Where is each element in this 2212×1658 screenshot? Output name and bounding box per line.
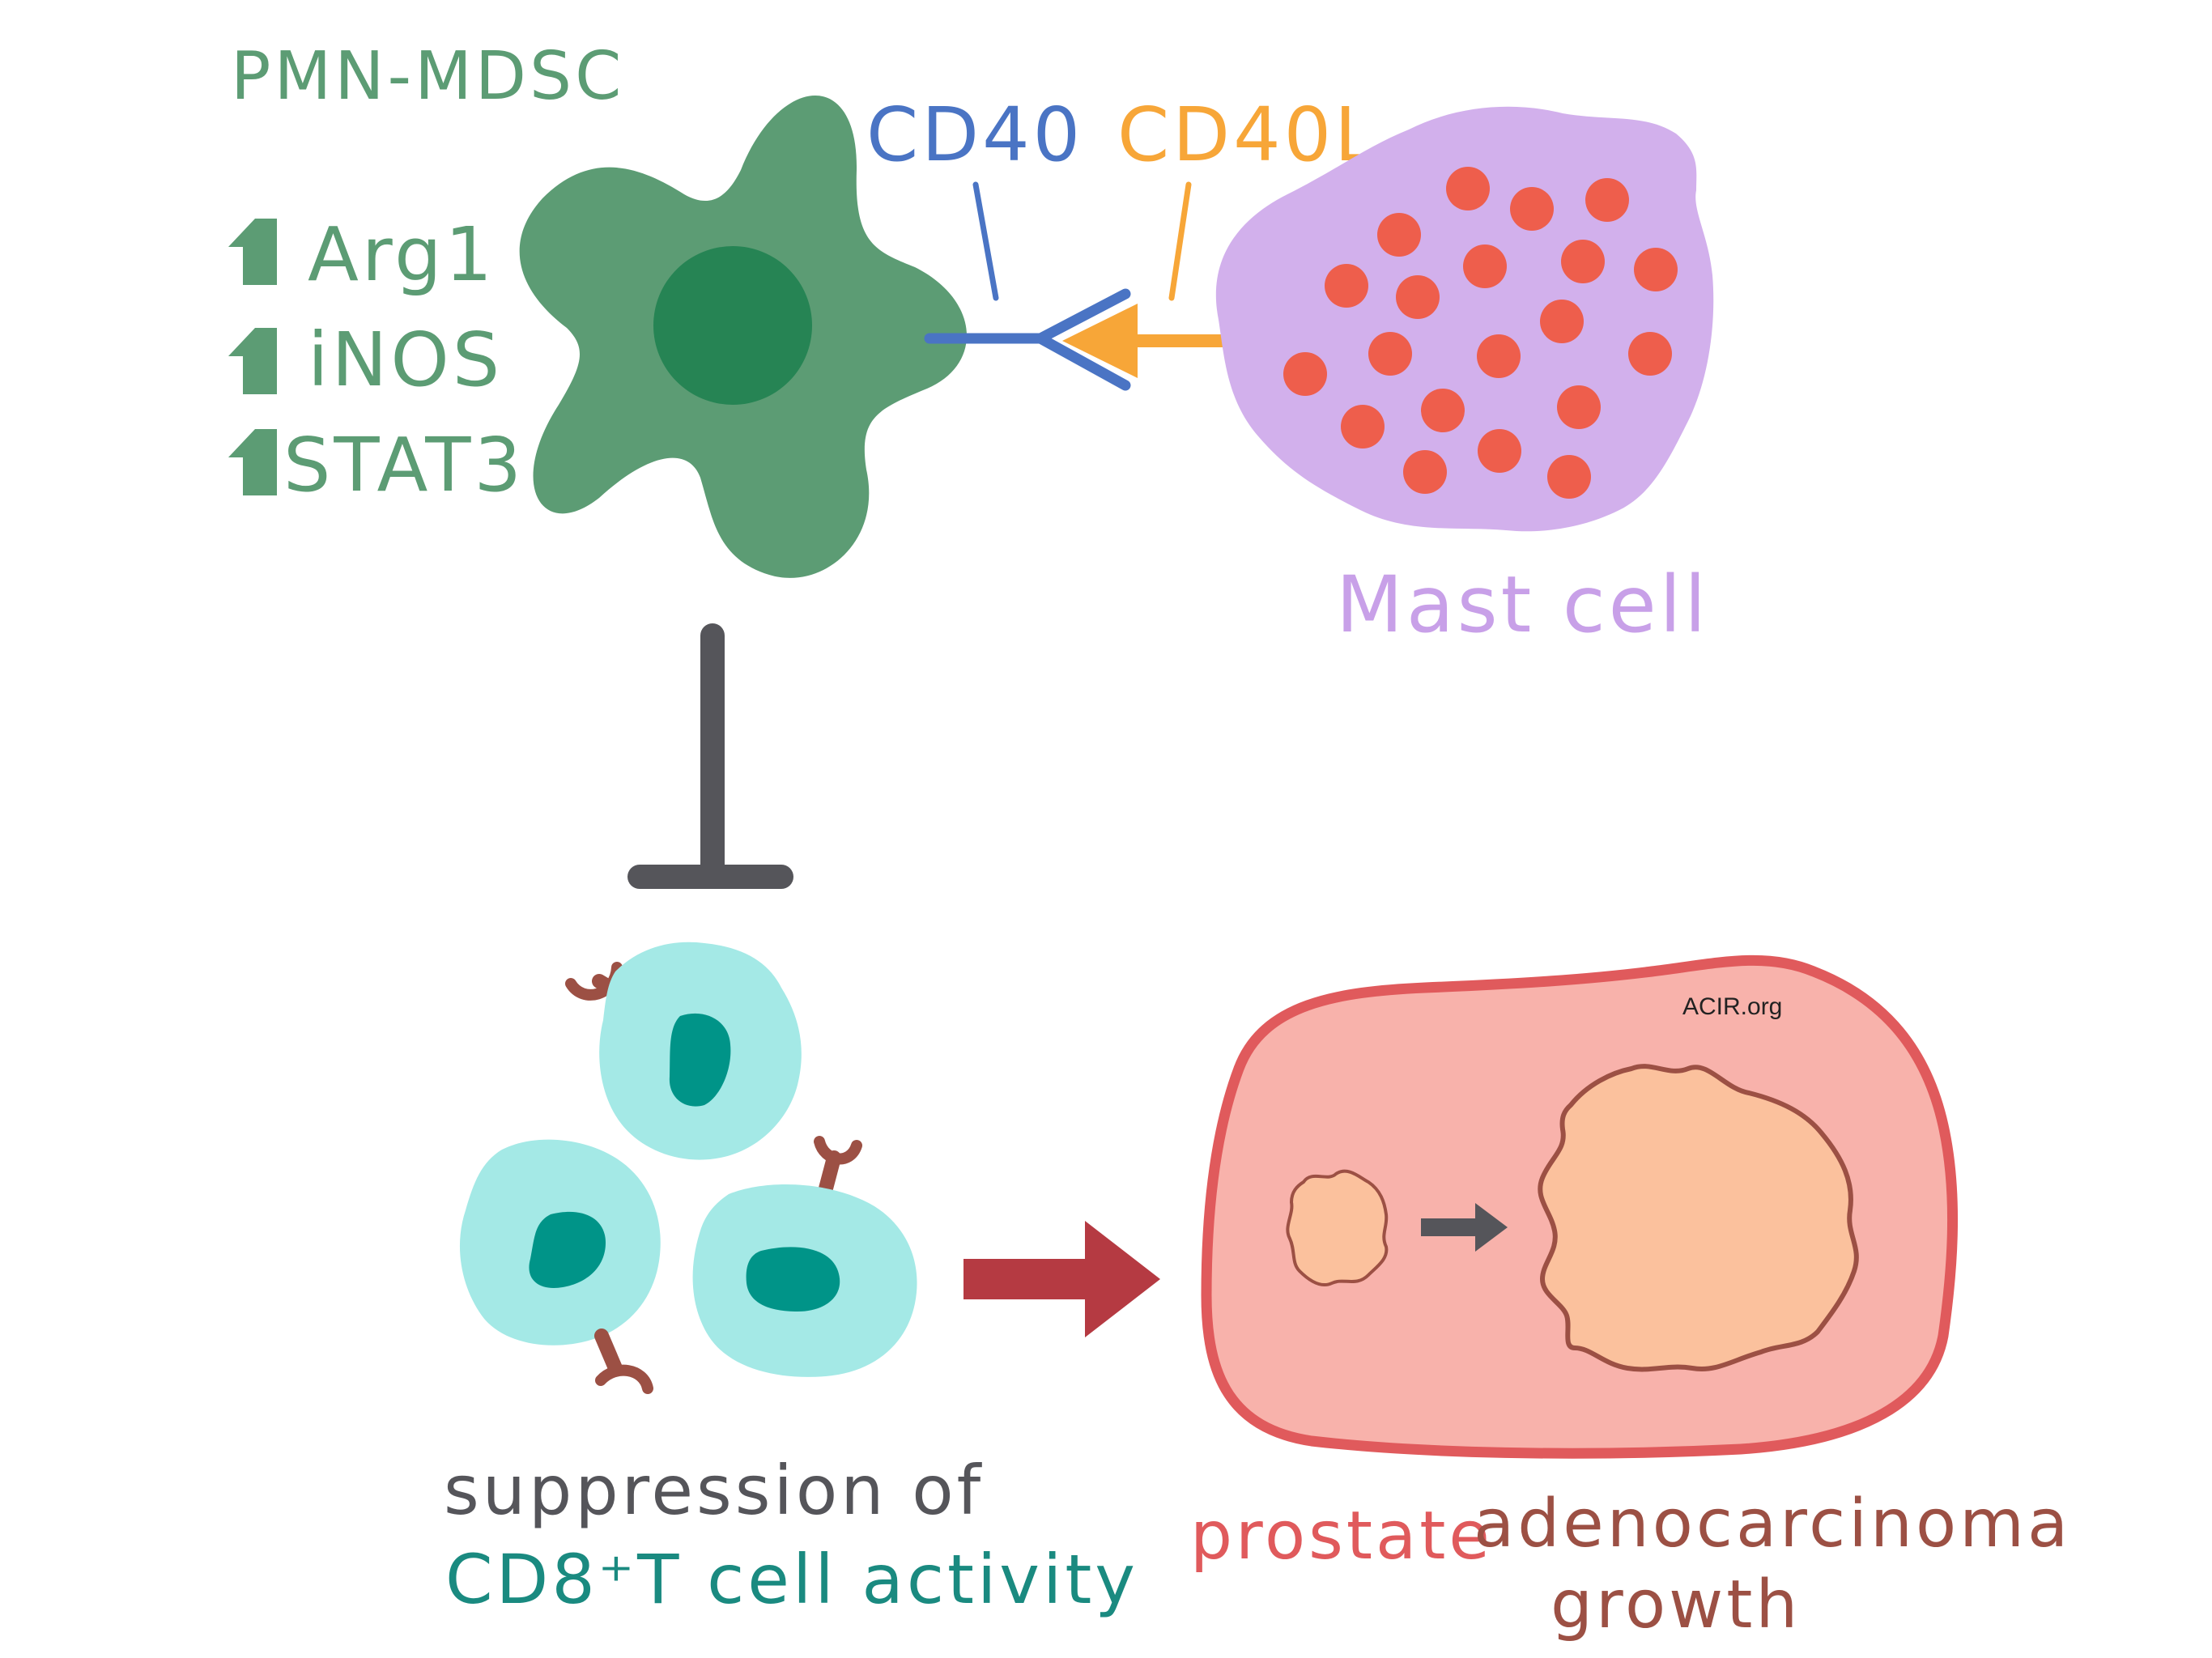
cd40l-pointer-line: [1168, 181, 1192, 301]
mast-cell-label: Mast cell: [1336, 559, 1709, 650]
tcr-icon: [814, 1136, 862, 1196]
marker-inos: iNOS: [228, 317, 503, 403]
tcell-caption-line1: suppression of: [444, 1451, 984, 1530]
marker-arg1: Arg1: [228, 211, 496, 298]
cd40-pointer-line: [972, 181, 999, 301]
cd40l-ligand-arrow: [1062, 304, 1237, 378]
pmn-mdsc-cell: [519, 96, 967, 578]
large-tumor: [1538, 1064, 1859, 1372]
tumor-caption-word3: growth: [1551, 1567, 1801, 1643]
marker-label: STAT3: [283, 422, 525, 508]
arrowhead-icon: [1062, 304, 1138, 378]
tcr-icon: [594, 1329, 653, 1394]
pmn-mdsc-title: PMN-MDSC: [231, 38, 624, 115]
big-right-arrow-icon: [963, 1221, 1160, 1337]
growth-arrow-icon: [1421, 1203, 1508, 1252]
tcell-caption-line2: CD8⁺T cell activity: [445, 1540, 1138, 1619]
cd40-label: CD40: [866, 91, 1083, 178]
prostate-tissue: [1201, 954, 1959, 1459]
tumor-caption-word2: adenocarcinoma: [1474, 1486, 2071, 1562]
up-arrow-icon: [228, 328, 277, 394]
cd40l-label: CD40L: [1117, 91, 1379, 178]
t-cell-nucleus: [746, 1247, 840, 1312]
marker-stat3: STAT3: [228, 422, 525, 508]
t-cell: [459, 1139, 661, 1394]
tumor-caption-word1: prostate: [1190, 1498, 1493, 1575]
mast-cell-granules: [1283, 167, 1678, 499]
marker-label: Arg1: [308, 211, 496, 298]
up-arrow-icon: [228, 219, 277, 285]
mast-cell: [1215, 106, 1714, 532]
inhibition-icon: [627, 623, 793, 889]
t-cell: [692, 1136, 917, 1377]
t-cell-nucleus: [529, 1211, 606, 1288]
t-cell: [565, 942, 802, 1160]
cd40-receptor: [924, 288, 1131, 391]
small-tumor: [1286, 1169, 1389, 1287]
cd8-t-cell-cluster: [459, 942, 917, 1394]
marker-label: iNOS: [308, 317, 503, 403]
watermark: ACIR.org: [1682, 993, 1782, 1020]
up-arrow-icon: [228, 429, 277, 495]
t-cell-nucleus: [669, 1013, 731, 1107]
pmn-mdsc-nucleus: [653, 246, 812, 405]
